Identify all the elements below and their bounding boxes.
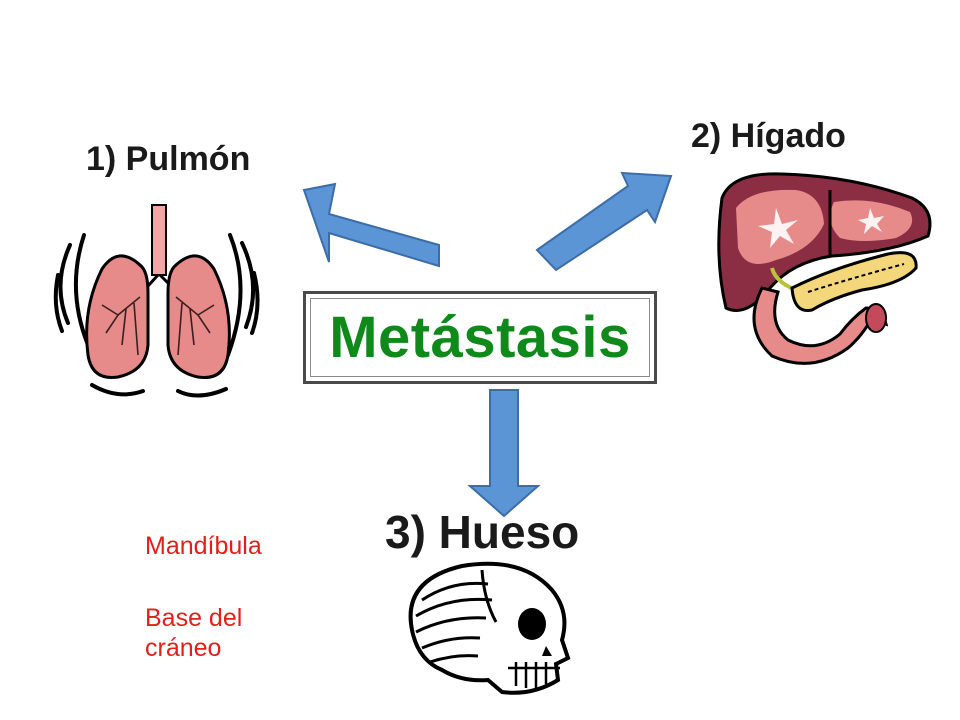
lungs-icon xyxy=(53,204,260,398)
bone-label: 3) Hueso xyxy=(385,506,580,558)
arrow-to-liver xyxy=(535,171,673,272)
center-title: Metástasis xyxy=(329,305,631,370)
note-skull-base: Base del cráneo xyxy=(145,604,243,662)
skull-icon xyxy=(408,561,571,695)
note-mandible: Mandíbula xyxy=(145,532,262,560)
liver-pancreas-icon xyxy=(717,172,932,365)
lung-label: 1) Pulmón xyxy=(86,140,251,178)
arrow-to-bone xyxy=(467,389,541,518)
arrow-to-lung xyxy=(302,182,440,268)
liver-label: 2) Hígado xyxy=(691,117,846,155)
center-box: Metástasis xyxy=(303,291,657,384)
